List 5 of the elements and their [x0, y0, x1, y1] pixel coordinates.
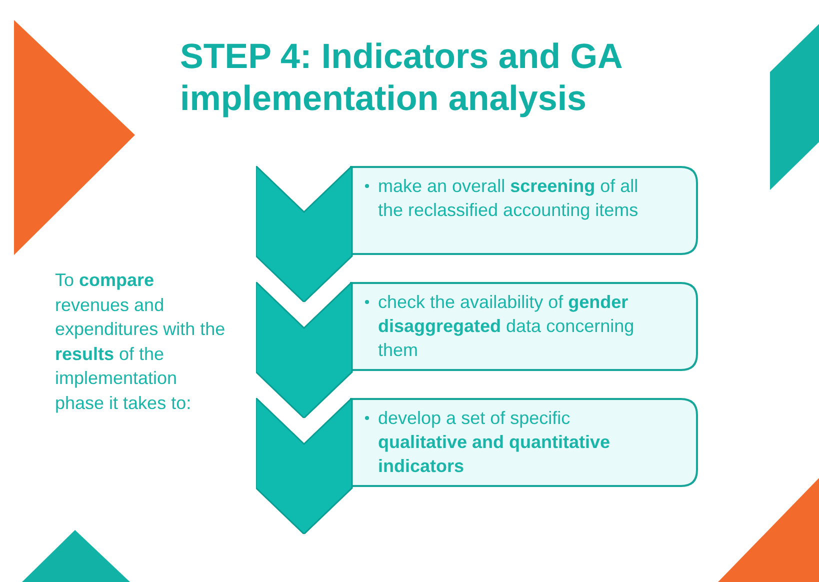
step-text: make an overall screening of all the reclassified accounting items — [378, 175, 640, 222]
slide-title: STEP 4: Indicators and GA implementation analysis — [180, 36, 623, 120]
step-text: develop a set of specific qualitative and quantitative indicators — [378, 407, 612, 478]
intro-text: To compare revenues and expenditures with the results of the implementation phase it takes to: — [55, 269, 226, 415]
step-text: check the availability of gender disaggregated data concerning them — [378, 291, 636, 362]
